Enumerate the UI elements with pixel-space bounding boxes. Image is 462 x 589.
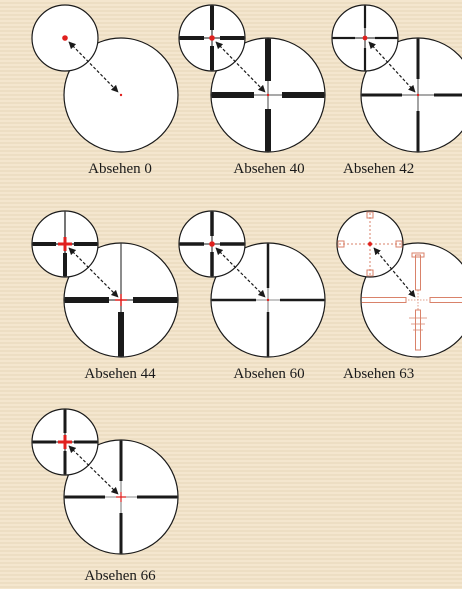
illumination-dot bbox=[62, 35, 68, 41]
post-left bbox=[32, 440, 56, 444]
illumination-dot bbox=[266, 298, 270, 302]
large-lens-reticle bbox=[361, 252, 462, 351]
illumination-dot bbox=[416, 93, 420, 97]
reticle-group-63 bbox=[336, 210, 462, 358]
illumination-dot bbox=[362, 35, 368, 41]
illumination-dot bbox=[266, 93, 270, 97]
caption-absehen-44: Absehen 44 bbox=[84, 366, 156, 382]
caption-absehen-63: Absehen 63 bbox=[343, 366, 415, 382]
post-top bbox=[266, 243, 270, 288]
illumination-dot bbox=[368, 242, 372, 246]
large-lens-reticle bbox=[64, 243, 178, 357]
post-right bbox=[280, 298, 325, 302]
illumination-dot bbox=[209, 35, 215, 41]
post-bottom bbox=[119, 513, 123, 554]
small-lens-reticle bbox=[337, 211, 403, 277]
post-right bbox=[137, 495, 178, 499]
large-lens-reticle bbox=[211, 38, 325, 152]
reticle-group-44 bbox=[31, 210, 179, 358]
frame-box-3 bbox=[366, 269, 374, 277]
magnify-arrow bbox=[68, 445, 119, 495]
magnify-arrow bbox=[373, 247, 416, 298]
large-lens-reticle bbox=[119, 93, 123, 97]
post-right bbox=[133, 297, 178, 303]
post-left bbox=[211, 92, 254, 98]
frame-box-1 bbox=[395, 240, 403, 248]
small-lens-reticle bbox=[332, 5, 398, 71]
small-lens-reticle bbox=[179, 211, 245, 277]
post-top bbox=[265, 38, 271, 81]
post-bottom bbox=[416, 111, 420, 152]
reticle-group-40 bbox=[178, 4, 326, 153]
post-bottom bbox=[363, 48, 367, 71]
small-lens-reticle bbox=[32, 211, 98, 277]
large-lens-reticle bbox=[64, 440, 178, 554]
large-lens-reticle bbox=[211, 243, 325, 357]
caption-absehen-40: Absehen 40 bbox=[233, 161, 305, 177]
post-top bbox=[119, 440, 123, 481]
post-left bbox=[361, 93, 402, 97]
post-left bbox=[179, 242, 204, 246]
post-top bbox=[210, 211, 214, 236]
caption-absehen-0: Absehen 0 bbox=[88, 161, 152, 177]
illumination-dot bbox=[119, 93, 123, 97]
frame-box-0 bbox=[337, 240, 345, 248]
post-top bbox=[416, 38, 420, 79]
large-lens-reticle bbox=[361, 38, 462, 152]
post-right bbox=[282, 92, 325, 98]
magnify-arrow bbox=[215, 41, 266, 93]
caption-absehen-42: Absehen 42 bbox=[343, 161, 415, 177]
post-left bbox=[64, 495, 105, 499]
post-bottom bbox=[118, 312, 124, 357]
reticle-group-42 bbox=[331, 4, 462, 153]
post-top bbox=[363, 5, 367, 28]
post-bottom bbox=[210, 252, 214, 277]
post-right bbox=[220, 242, 245, 246]
small-lens bbox=[336, 210, 404, 278]
post-left bbox=[332, 36, 355, 40]
post-right bbox=[429, 297, 462, 303]
illumination-dot bbox=[209, 241, 215, 247]
post-bottom bbox=[210, 46, 214, 71]
magnify-arrow bbox=[68, 41, 119, 93]
post-top bbox=[63, 409, 67, 433]
post-right bbox=[74, 242, 98, 246]
caption-absehen-60: Absehen 60 bbox=[233, 366, 305, 382]
magnify-arrow bbox=[215, 247, 266, 298]
reticle-group-66 bbox=[31, 408, 179, 555]
post-bottom bbox=[63, 451, 67, 475]
caption-absehen-66: Absehen 66 bbox=[84, 568, 156, 584]
post-right bbox=[434, 93, 462, 97]
post-left bbox=[64, 297, 109, 303]
post-bottom bbox=[63, 253, 67, 277]
reticle-group-60 bbox=[178, 210, 326, 358]
post-left bbox=[179, 36, 204, 40]
magnify-arrow bbox=[68, 247, 119, 298]
small-lens bbox=[331, 4, 399, 72]
post-right bbox=[375, 36, 398, 40]
small-lens-reticle bbox=[179, 5, 245, 71]
reticle-group-0 bbox=[31, 4, 179, 153]
small-lens-reticle bbox=[62, 35, 68, 41]
post-right bbox=[74, 440, 98, 444]
magnify-arrow bbox=[368, 41, 416, 93]
post-left bbox=[32, 242, 56, 246]
small-lens-reticle bbox=[32, 409, 98, 475]
post-left bbox=[211, 298, 256, 302]
post-bottom bbox=[265, 109, 271, 152]
post-top bbox=[210, 5, 214, 30]
post-right bbox=[220, 36, 245, 40]
post-bottom bbox=[266, 312, 270, 357]
frame-box-2 bbox=[366, 211, 374, 219]
